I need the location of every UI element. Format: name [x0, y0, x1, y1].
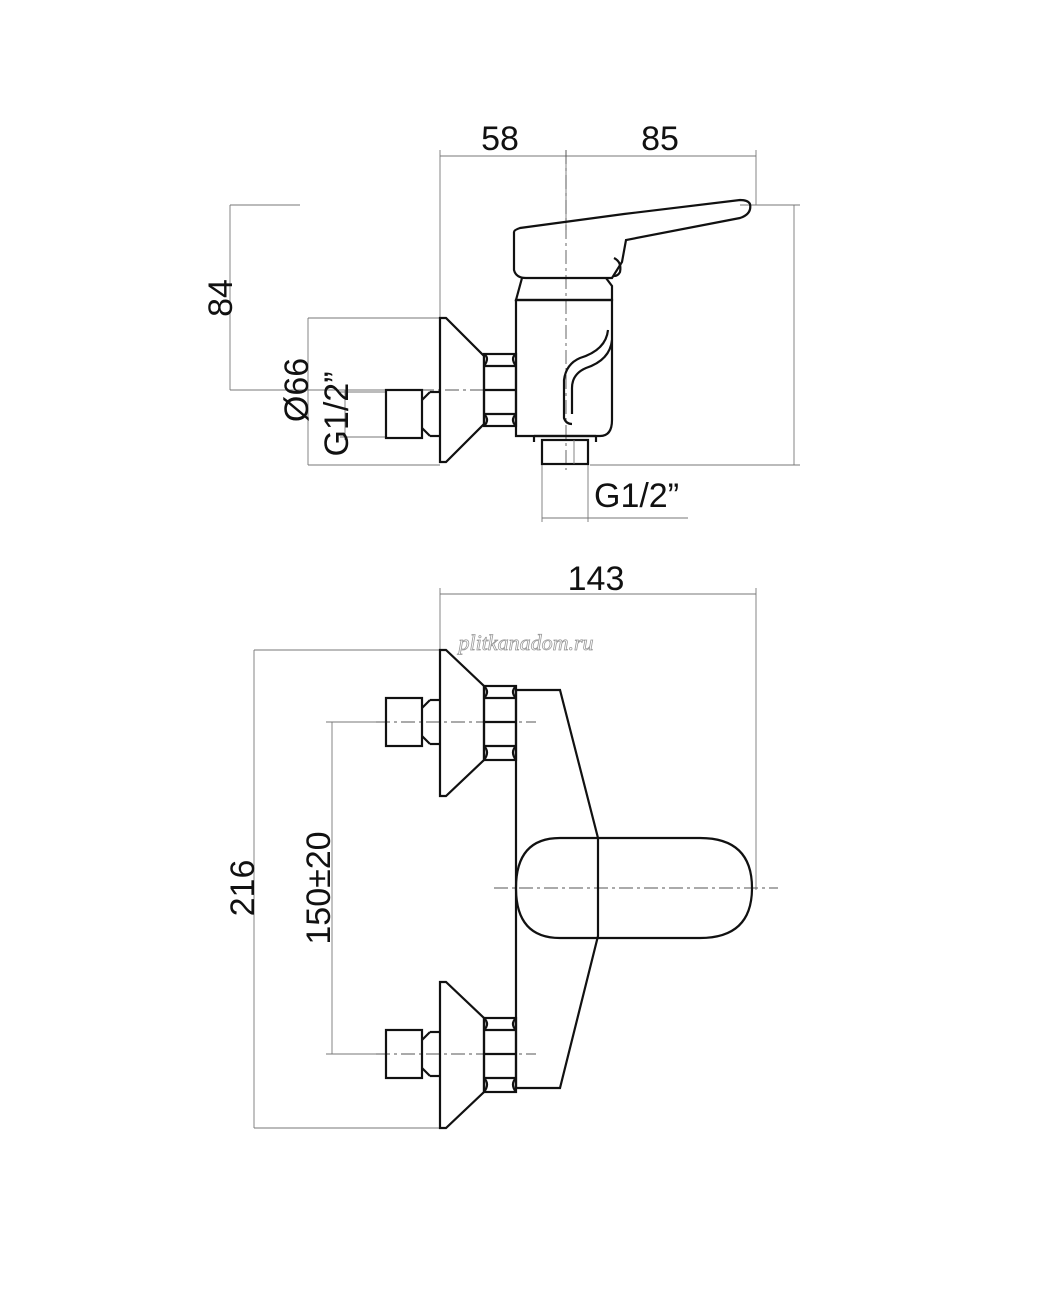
front-view-dimension-lines [253, 588, 757, 1129]
front-upper-hex-nut [482, 684, 518, 762]
mixer-body-front [514, 688, 600, 1090]
side-hex-nut [482, 352, 518, 428]
dim-total-height-front-label: 216 [224, 860, 262, 917]
side-outlet-connector [532, 434, 598, 466]
side-flange [438, 316, 486, 464]
dim-total-width-label: 143 [568, 560, 625, 598]
side-handle-lever [512, 198, 752, 280]
dim-handle-height-label: 84 [202, 279, 240, 317]
side-inlet-connector [384, 388, 440, 440]
front-lower-inlet [384, 1028, 440, 1080]
dim-flange-diameter-label: Ø66 [278, 358, 316, 422]
dim-outlet-thread-label: G1/2” [594, 477, 679, 515]
front-handle [514, 836, 754, 940]
body-groove [562, 329, 610, 426]
body-groove-inner [570, 339, 614, 414]
side-view-dimension-lines [229, 150, 800, 522]
front-lower-hex-nut [482, 1016, 518, 1094]
dim-inlet-spacing-label: 150±20 [300, 831, 338, 944]
side-view: 58 85 84 Ø66 G1/2” G1/2” [202, 120, 800, 522]
watermark-text: plitkanadom.ru [456, 630, 593, 655]
front-upper-inlet [384, 696, 440, 748]
front-upper-flange [438, 648, 486, 798]
handle-knob-side [613, 257, 622, 278]
front-view: 143 216 150±20 [224, 560, 778, 1130]
dim-inlet-thread-label: G1/2” [318, 371, 356, 456]
dim-width-left-label: 58 [481, 120, 519, 158]
cartridge-cap [514, 277, 614, 302]
front-lower-flange [438, 980, 486, 1130]
dim-width-right-label: 85 [641, 120, 679, 158]
mixer-body-side [514, 298, 614, 438]
